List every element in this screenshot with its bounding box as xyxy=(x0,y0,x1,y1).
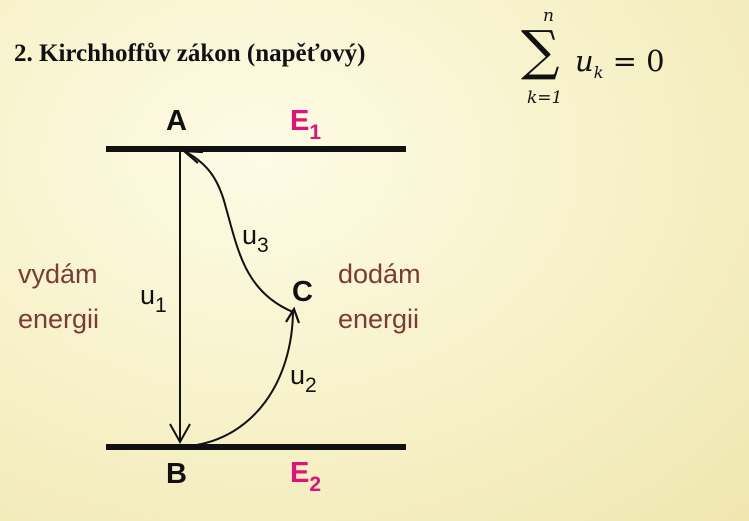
term-subscript: k xyxy=(593,62,604,82)
e1-symbol: E xyxy=(290,105,309,137)
e1-subscript: 1 xyxy=(309,121,321,144)
node-a-label: A xyxy=(166,105,187,137)
term-variable: u xyxy=(575,44,594,78)
u2-arrowhead xyxy=(285,306,301,324)
u2-arrow xyxy=(189,311,294,447)
u3-symbol: u xyxy=(242,220,257,250)
e2-symbol: E xyxy=(290,457,309,489)
u2-symbol: u xyxy=(290,360,305,390)
u1-label: u1 xyxy=(140,280,167,317)
page-title: 2. Kirchhoffův zákon (napěťový) xyxy=(14,40,366,67)
sum-symbol: ∑ xyxy=(521,19,560,82)
energy-level-e2: E2 xyxy=(290,457,321,496)
left-caption-line1: vydám xyxy=(18,259,98,289)
u3-label: u3 xyxy=(242,220,269,257)
right-caption-line2: energii xyxy=(338,304,419,334)
u1-arrowhead xyxy=(169,423,191,445)
e2-subscript: 2 xyxy=(309,473,321,496)
u2-subscript: 2 xyxy=(305,374,317,397)
sum-upper-limit: n xyxy=(543,6,554,26)
u1-symbol: u xyxy=(140,280,155,310)
node-c-label: C xyxy=(292,276,313,308)
u3-arrowhead xyxy=(180,149,204,164)
sum-lower-limit: k=1 xyxy=(527,88,563,108)
energy-level-e1: E1 xyxy=(290,105,321,144)
node-b-label: B xyxy=(166,458,187,490)
u3-subscript: 3 xyxy=(257,234,269,257)
u2-label: u2 xyxy=(290,360,317,397)
left-caption-line2: energii xyxy=(18,304,99,334)
u3-arrow xyxy=(185,151,294,313)
kirchhoff-formula: n ∑ uk = 0 k=1 xyxy=(515,6,685,116)
u1-subscript: 1 xyxy=(155,294,167,317)
equation-rhs: = 0 xyxy=(612,44,665,78)
right-caption-line1: dodám xyxy=(338,259,421,289)
sum-term: uk = 0 xyxy=(575,44,665,82)
